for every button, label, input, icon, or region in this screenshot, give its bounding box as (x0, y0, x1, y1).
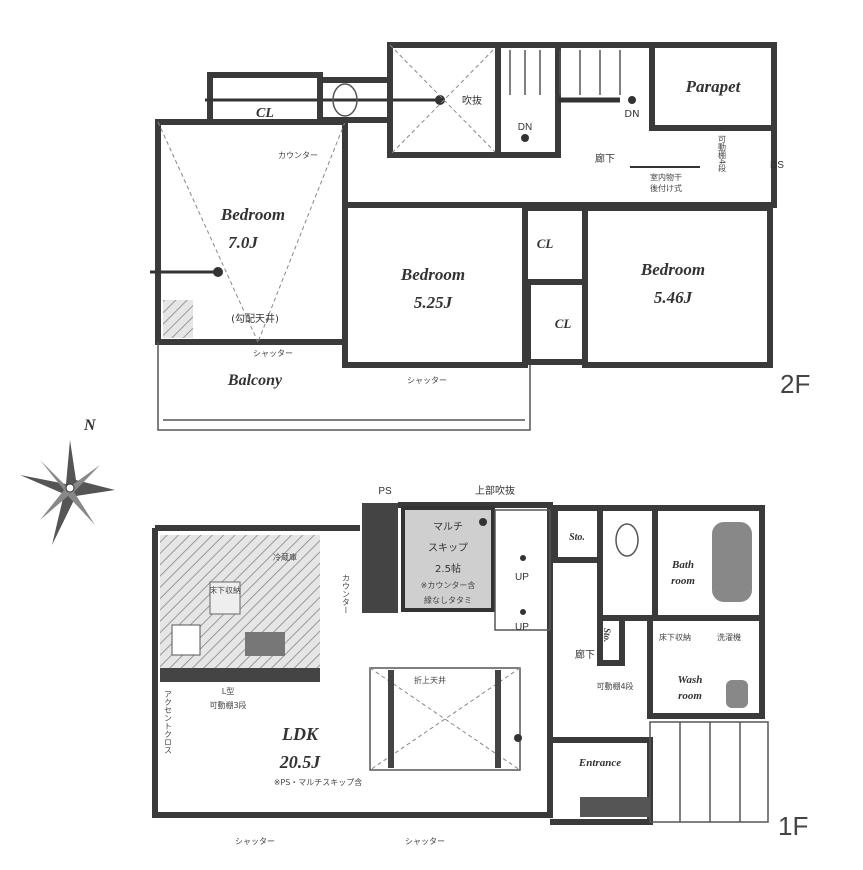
floor-2f-label: 2F (780, 369, 810, 399)
storage-2 (597, 615, 625, 666)
counter-label: カウンター (278, 151, 318, 160)
dn-label: DN (624, 109, 639, 120)
bathroom-label: Bath (671, 559, 694, 571)
dn-label: DN (518, 122, 532, 133)
accent-cloth-label: アクセントクロス (164, 690, 173, 754)
washer-label: 洗濯機 (717, 632, 741, 642)
multi-skip-note: ※カウンター含 (421, 580, 476, 590)
storage-label: Sto. (569, 532, 585, 543)
stove-icon (171, 624, 201, 656)
closet-label: CL (256, 106, 274, 121)
ldk-label: LDK (281, 724, 320, 744)
shutter-label: シャッター (405, 837, 445, 846)
bedroom-525-size: 5.25J (414, 293, 453, 312)
drying-rack-label: 室内物干 (650, 172, 682, 182)
entrance-label: Entrance (578, 757, 621, 769)
ldk-wall (152, 502, 553, 818)
bedroom-7-label: Bedroom (220, 205, 285, 224)
shelf-l-label: 可動棚3段 (209, 700, 246, 710)
shelf-l-label: L型 (222, 687, 234, 696)
compass-icon: N (20, 417, 115, 545)
multi-skip-size: 2.5帖 (435, 562, 461, 575)
floor-1f-label: 1F (778, 811, 808, 841)
bedroom-546-label: Bedroom (640, 260, 705, 279)
shutter-label: シャッター (253, 349, 293, 358)
ps-label: PS (378, 486, 392, 497)
shelf-label: 可動棚4段 (718, 135, 727, 173)
light-fixture-icon (213, 267, 223, 277)
balcony-rail (157, 342, 531, 431)
shutter-label: シャッター (235, 837, 275, 846)
multi-skip-label: マルチ (433, 521, 463, 533)
up-label: UP (515, 622, 529, 633)
bathtub-icon (712, 522, 752, 602)
balcony-label: Balcony (227, 372, 283, 389)
underfloor-storage-label: 床下収納 (659, 632, 691, 642)
washroom-label: room (678, 690, 702, 702)
sloped-ceiling-note: (勾配天井) (231, 312, 279, 325)
stairs-1f (494, 509, 551, 631)
floor-1f: PS 上部吹抜 マルチ スキップ 2.5帖 ※カウンター含 縁なしタタミ UP … (152, 484, 808, 846)
counter-label: カウンター (342, 574, 351, 614)
bedroom-525-label: Bedroom (400, 265, 465, 284)
shelf-label: 可動棚4段 (596, 681, 633, 691)
parapet-label: Parapet (685, 77, 742, 96)
fridge-label: 冷蔵庫 (273, 552, 297, 562)
toilet-icon (615, 523, 639, 557)
underfloor-storage-label: 床下収納 (209, 585, 241, 595)
floor-2f: CL 吹抜 DN DN Parapet カウンター 廊下 室内物干 後付け式 可… (150, 42, 810, 431)
washroom-label: Wash (678, 674, 703, 686)
storage-label: Sto. (602, 628, 612, 642)
closet-b-label: CL (537, 236, 554, 251)
basin-icon (726, 680, 748, 708)
multi-skip-label: スキップ (428, 542, 468, 554)
bedroom-7-size: 7.0J (228, 233, 258, 252)
up-label: UP (515, 572, 529, 583)
bathroom-label: room (671, 575, 695, 587)
drying-rack-note: 後付け式 (650, 183, 682, 193)
bedroom-546-size: 5.46J (654, 288, 693, 307)
raised-ceiling-label: 折上天井 (414, 675, 446, 685)
multi-skip-note: 縁なしタタミ (424, 595, 472, 605)
sink-icon (245, 632, 285, 656)
hatched-corner (163, 300, 193, 338)
raised-ceiling-box (369, 667, 521, 771)
upper-void-label: 上部吹抜 (475, 484, 515, 497)
bedroom-525-wall (342, 202, 528, 368)
bedroom-546-wall (582, 205, 773, 368)
shutter-label: シャッター (407, 376, 447, 385)
ds-label: DS (770, 160, 784, 171)
ldk-size: 20.5J (279, 752, 322, 772)
closet-b (522, 205, 588, 285)
void-label: 吹抜 (462, 94, 482, 107)
toilet-icon (332, 83, 358, 117)
closet-c-label: CL (555, 316, 572, 331)
ps-column (362, 503, 398, 613)
north-label: N (83, 417, 97, 434)
ldk-note: ※PS・マルチスキップ含 (274, 777, 363, 787)
hallway-label: 廊下 (575, 648, 595, 661)
hallway-label: 廊下 (595, 152, 615, 165)
multi-skip-room (401, 506, 495, 612)
washroom (647, 615, 765, 719)
